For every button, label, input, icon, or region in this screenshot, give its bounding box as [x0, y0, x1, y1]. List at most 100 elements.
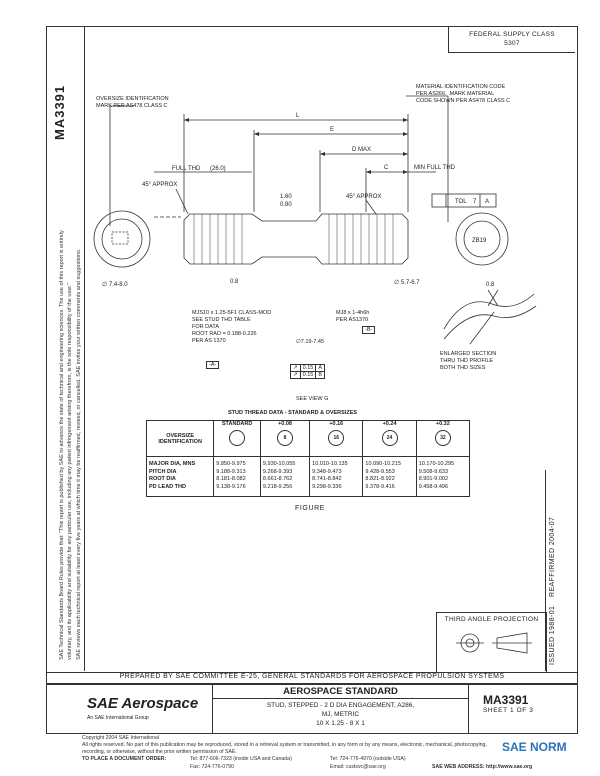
- end-mark: ZB19: [472, 238, 487, 244]
- left-end-view-outer: [93, 210, 151, 268]
- oversize-symbol-icon: 24: [381, 430, 398, 446]
- column-label: +0.32: [435, 421, 450, 427]
- tel-inside: Tel: 877-606-7323 (inside USA and Canada…: [190, 756, 292, 762]
- tol1-value: 0.15: [299, 364, 317, 372]
- oversize-id-note: OVERSIZE IDENTIFICATION MARK PER AS478 C…: [96, 96, 169, 109]
- title-description: AEROSPACE STANDARD STUD, STEPPED - 2 D D…: [213, 685, 469, 733]
- datum-a: -A-: [206, 361, 220, 369]
- table-cell: 10.010-10.135 9.348-9.473 8.741-8.842 9.…: [309, 456, 364, 497]
- copyright: Copyright 2004 SAE International: [82, 735, 159, 741]
- document-number-vertical: MA3391: [52, 84, 67, 140]
- left-column: [46, 26, 85, 671]
- column-header: +0.24 24: [362, 420, 417, 457]
- third-angle-label: THIRD ANGLE PROJECTION: [444, 616, 539, 623]
- full-thd-label: FULL THD: [172, 166, 201, 172]
- third-angle-symbol-icon: [456, 632, 532, 654]
- web-address[interactable]: SAE WEB ADDRESS: http://www.sae.org: [432, 764, 533, 770]
- material-id-note: MATERIAL IDENTIFICATION CODE PER AS266. …: [416, 84, 511, 104]
- stud-outline: [183, 213, 409, 265]
- tol-sym: TOL: [455, 199, 467, 205]
- federal-supply-class: FEDERAL SUPPLY CLASS 5307: [448, 27, 575, 53]
- thread-right-note: MJ8 x 1-4h6h PER AS1370: [336, 310, 370, 323]
- column-label: +0.08: [278, 421, 292, 427]
- email[interactable]: Email: custsvc@sae.org: [330, 764, 386, 770]
- datum-b: -B-: [362, 326, 376, 334]
- table-cell: 10.170-10.295 9.508-9.633 8.901-9.002 9.…: [415, 456, 471, 497]
- rules-note-line2: voluntary, and its applicability and sui…: [67, 282, 73, 660]
- thread-table-title: STUD THREAD DATA - STANDARD & OVERSIZES: [228, 410, 358, 416]
- oversize-symbol-icon: 16: [328, 430, 345, 446]
- third-angle-projection: THIRD ANGLE PROJECTION: [436, 612, 547, 672]
- fax: Fax: 724-776-0790: [190, 764, 234, 770]
- tol2-ref: B: [315, 371, 325, 379]
- desc-line1: STUD, STEPPED - 2 D DIA ENGAGEMENT, A286…: [266, 702, 415, 709]
- rules-note-line1: SAE Technical Standards Board Rules prov…: [59, 230, 65, 660]
- dim-D: D MAX: [352, 147, 371, 153]
- oversize-id-header: OVERSIZE IDENTIFICATION: [145, 420, 215, 457]
- logo-subtext: An SAE International Group: [87, 715, 149, 721]
- r-08b: 0.8: [486, 282, 495, 288]
- sae-logo: SAE Aerospace An SAE International Group: [47, 685, 213, 733]
- table-cell: 9.850-9.975 9.188-9.313 8.181-8.082 9.13…: [213, 456, 261, 497]
- title-block: SAE Aerospace An SAE International Group…: [46, 684, 578, 734]
- fsc-label: FEDERAL SUPPLY CLASS: [469, 31, 555, 38]
- reaffirmed-date: REAFFIRMED 2004-07: [549, 516, 556, 597]
- right-end-view-outer: [455, 212, 509, 266]
- drawing-frame: [46, 26, 578, 673]
- rights-line1: All rights reserved. No part of this pub…: [82, 742, 487, 748]
- rights-line2: recording, or otherwise, without the pri…: [82, 749, 237, 755]
- r-160: 1.60: [280, 194, 292, 200]
- column-label: +0.16: [329, 421, 344, 427]
- figure-label: FIGURE: [295, 505, 326, 512]
- r-080: 0.80: [280, 202, 292, 208]
- oversize-symbol-icon: 8: [277, 430, 294, 446]
- doc-number-block: MA3391 SHEET 1 OF 3: [469, 685, 577, 733]
- logo-text: SAE Aerospace: [87, 695, 199, 712]
- dim-26: (26.0): [210, 166, 226, 172]
- tol2-value: 0.15: [299, 371, 317, 379]
- tol-val: 7: [473, 199, 477, 205]
- approx-45-left: 45° APPROX: [142, 182, 177, 188]
- column-header: STANDARD: [213, 420, 261, 457]
- left-end-view-inner: [101, 218, 143, 260]
- see-view-note: SEE VIEW G: [296, 396, 329, 402]
- sheet-number: SHEET 1 OF 3: [483, 707, 534, 714]
- thread-left-note: MJS10 x 1.25-5F1 CLASS-MOD SEE STUD THD …: [192, 310, 272, 344]
- dia-57: ∅ 5.7-6.7: [394, 279, 420, 286]
- column-label: STANDARD: [221, 421, 253, 427]
- dia-719: ∅7.19-7.45: [296, 339, 325, 345]
- column-label: +0.24: [382, 421, 397, 427]
- table-cell: 9.930-10.055 9.268-9.393 8.661-8.762 9.2…: [259, 456, 311, 497]
- approx-45-right: 45° APPROX: [346, 194, 381, 200]
- tol-ref: A: [485, 199, 489, 205]
- enlarged-section-note: ENLARGED SECTION THRU THD PROFILE BOTH T…: [440, 351, 497, 371]
- column-header: +0.08 8: [259, 420, 311, 457]
- table-data-row: MAJOR DIA, MNS PITCH DIA ROOT DIA PD LEA…: [145, 456, 471, 497]
- dim-L: L: [296, 113, 300, 119]
- dim-C: C: [384, 165, 389, 171]
- order-label: TO PLACE A DOCUMENT ORDER:: [82, 756, 167, 762]
- row-labels: MAJOR DIA, MNS PITCH DIA ROOT DIA PD LEA…: [145, 456, 215, 497]
- desc-line2: MJ, METRIC: [321, 711, 360, 718]
- oversize-symbol-icon: [229, 430, 246, 446]
- sae-norm-watermark: SAE NORM: [502, 740, 567, 754]
- runout-icon: ↗: [290, 371, 301, 379]
- r-08: 0.8: [230, 279, 239, 285]
- dia-74: ∅ 7.4-8.0: [102, 281, 128, 288]
- desc-line3: 10 X 1.25 - 8 X 1: [316, 720, 365, 727]
- issued-date: ISSUED 1988-01: [549, 605, 556, 665]
- oversize-symbol-icon: 32: [434, 430, 451, 446]
- table-cell: 10.090-10.215 9.428-9.553 8.821-8.922 9.…: [362, 456, 417, 497]
- doc-number: MA3391: [483, 693, 529, 707]
- committee-line: PREPARED BY SAE COMMITTEE E-25, GENERAL …: [46, 671, 578, 684]
- stud-drawing: L E D MAX C FULL THD (26.0) MIN FULL THD…: [93, 95, 537, 345]
- dim-E: E: [330, 127, 334, 133]
- column-header: +0.16 16: [309, 420, 364, 457]
- fsc-value: 5307: [504, 40, 520, 47]
- min-full-thd: MIN FULL THD: [414, 165, 456, 171]
- runout-icon: ↗: [290, 364, 301, 372]
- tel-outside: Tel: 724-776-4970 (outside USA): [330, 756, 406, 762]
